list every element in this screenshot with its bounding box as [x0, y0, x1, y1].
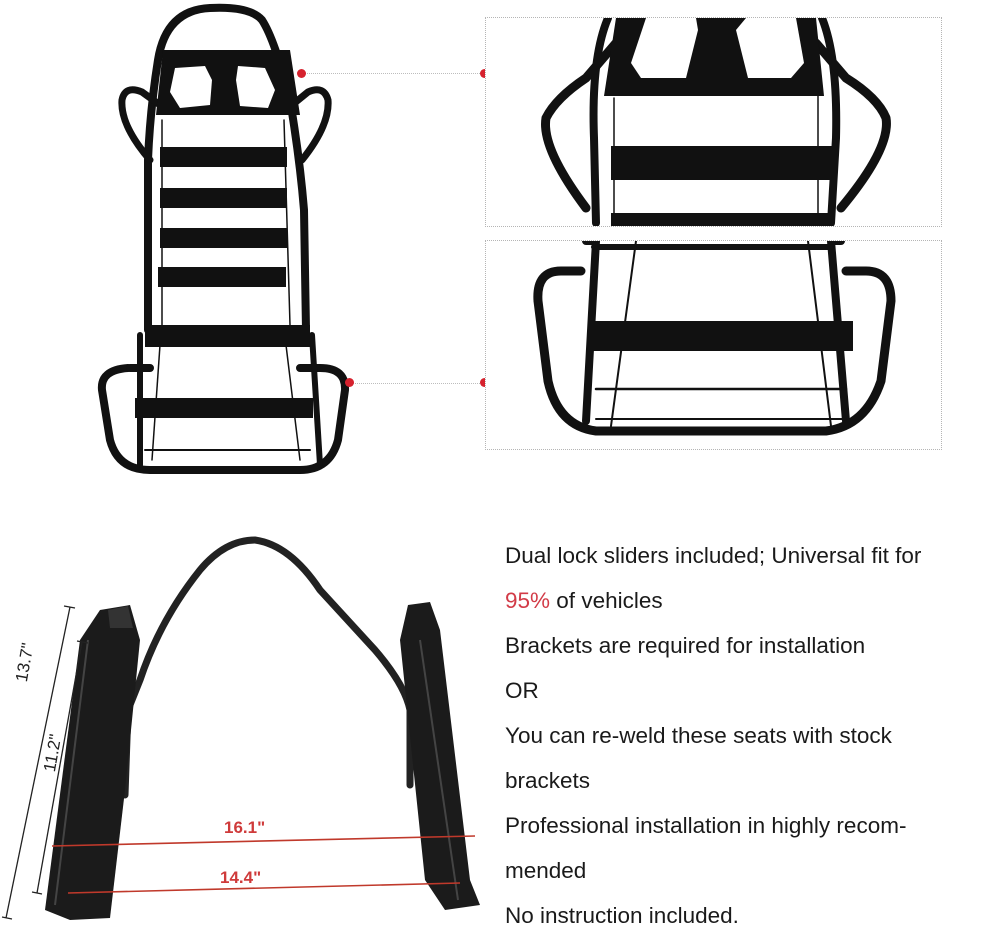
width-rear-label: 14.4"	[220, 868, 262, 887]
callout-line-headrest	[302, 73, 484, 74]
spec-line-professional: Professional installation in highly reco…	[505, 813, 907, 838]
callout-line-seat-base	[350, 383, 484, 384]
headrest-detail-image	[541, 18, 891, 226]
width-front-label: 16.1"	[224, 818, 266, 837]
seat-base-detail-panel	[485, 240, 942, 450]
spec-line-no-instruction: No instruction included.	[505, 903, 739, 928]
seat-frame-front-view	[97, 3, 349, 474]
slider-rails-image	[1, 536, 480, 920]
spec-line-fit: 95% of vehicles	[505, 588, 663, 613]
callout-dot-icon	[480, 69, 489, 78]
spec-line-brackets: Brackets are required for installation	[505, 633, 866, 658]
callout-dot-icon	[345, 378, 354, 387]
callout-dot-icon	[297, 69, 306, 78]
headrest-detail-panel	[485, 17, 942, 227]
spec-line-or: OR	[505, 678, 539, 703]
spec-line-professional-cont: mended	[505, 858, 587, 883]
fit-percentage-suffix: of vehicles	[550, 588, 663, 613]
spec-line-sliders: Dual lock sliders included; Universal fi…	[505, 543, 922, 568]
spec-line-reweld: You can re-weld these seats with stock	[505, 723, 892, 748]
callout-dot-icon	[480, 378, 489, 387]
spec-line-reweld-cont: brackets	[505, 768, 591, 793]
fit-percentage-highlight: 95%	[505, 588, 551, 613]
seat-base-detail-image	[533, 241, 896, 436]
